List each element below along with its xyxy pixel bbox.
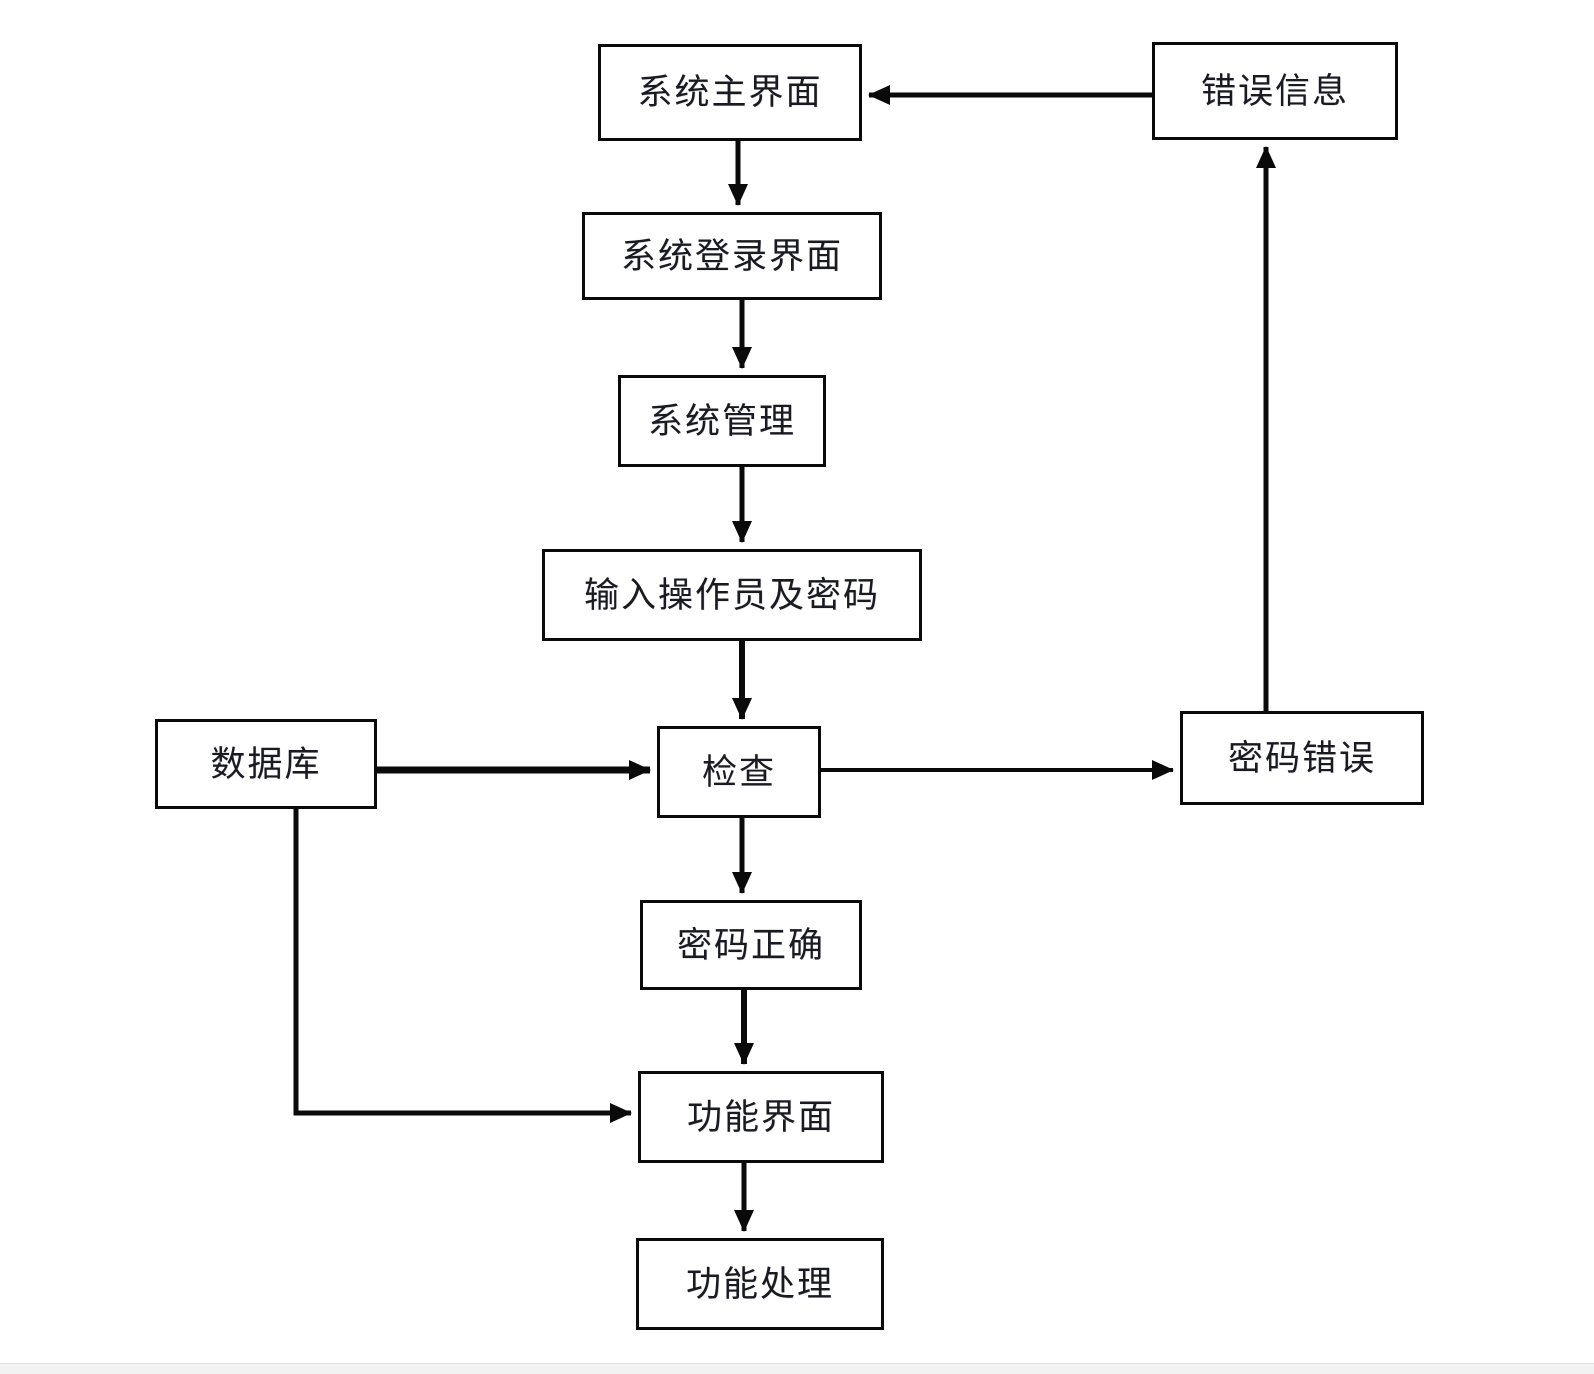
node-label-func-ui: 功能界面 [686, 1097, 835, 1137]
node-sys-manage[interactable]: 系统管理 [618, 375, 826, 467]
node-database[interactable]: 数据库 [155, 719, 377, 809]
node-label-pwd-error: 密码错误 [1227, 738, 1376, 778]
node-func-ui[interactable]: 功能界面 [638, 1071, 884, 1163]
node-label-input-cred: 输入操作员及密码 [583, 575, 880, 615]
node-label-func-process: 功能处理 [685, 1264, 834, 1304]
node-pwd-error[interactable]: 密码错误 [1180, 711, 1424, 805]
connector-database-to-func-ui [293, 809, 632, 1123]
node-main-ui[interactable]: 系统主界面 [598, 44, 862, 141]
node-label-login-ui: 系统登录界面 [620, 236, 843, 276]
node-label-database: 数据库 [210, 744, 322, 784]
node-label-check: 检查 [701, 752, 776, 792]
node-func-process[interactable]: 功能处理 [636, 1238, 884, 1330]
node-check[interactable]: 检查 [657, 726, 821, 818]
node-label-error-msg: 错误信息 [1200, 71, 1349, 111]
node-label-sys-manage: 系统管理 [647, 401, 796, 441]
node-login-ui[interactable]: 系统登录界面 [582, 212, 882, 300]
node-label-main-ui: 系统主界面 [637, 73, 823, 112]
page-bottom-edge [0, 1363, 1594, 1374]
node-label-pwd-correct: 密码正确 [676, 925, 825, 965]
node-error-msg[interactable]: 错误信息 [1152, 42, 1398, 140]
node-pwd-correct[interactable]: 密码正确 [640, 900, 862, 990]
node-input-cred[interactable]: 输入操作员及密码 [542, 549, 922, 641]
